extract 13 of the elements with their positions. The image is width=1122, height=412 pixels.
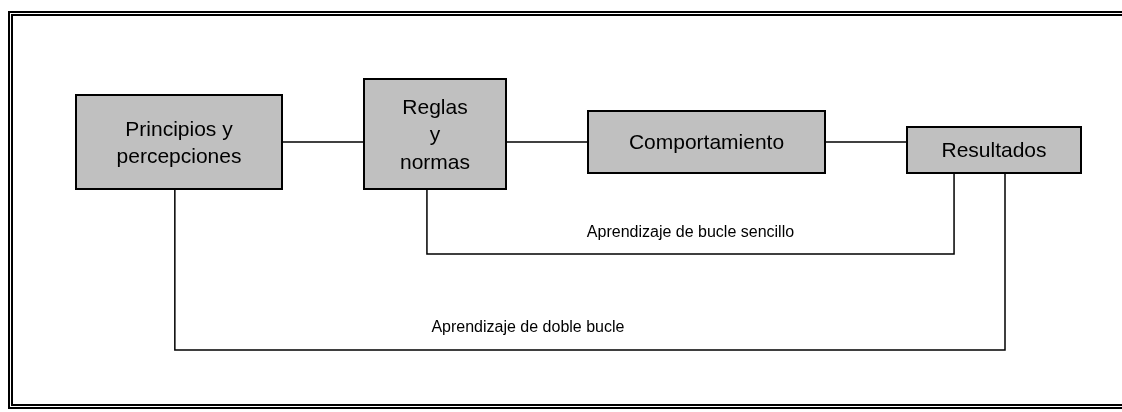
connector-line xyxy=(282,141,364,143)
connector-line xyxy=(426,173,955,255)
box-label: Resultados xyxy=(941,137,1047,164)
process-box xyxy=(75,94,283,190)
process-box xyxy=(363,78,507,190)
box-label: Principios y percepciones xyxy=(115,115,243,169)
box-label: Comportamiento xyxy=(628,129,785,156)
connector-line xyxy=(506,141,588,143)
process-box xyxy=(906,126,1082,174)
process-box xyxy=(587,110,826,174)
connector-line xyxy=(825,141,907,143)
box-label: Reglas y normas xyxy=(399,94,471,175)
connector-line xyxy=(174,173,1006,351)
